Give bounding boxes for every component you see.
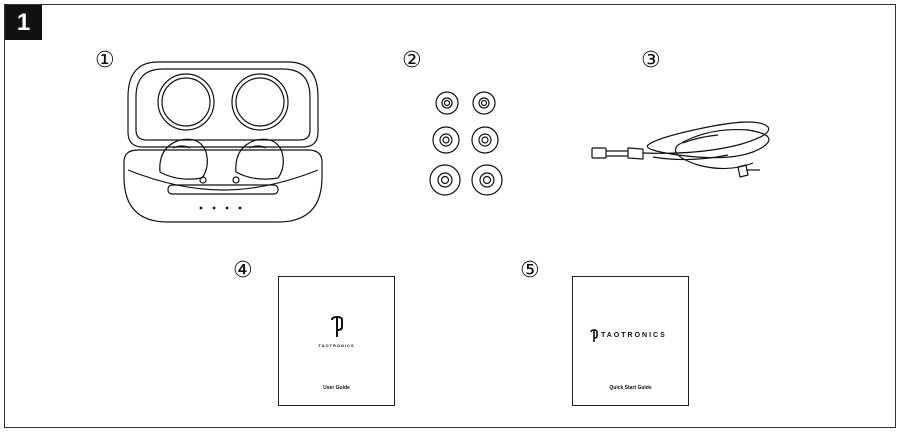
taotronics-logo-icon — [331, 315, 343, 337]
figure-frame — [4, 4, 896, 428]
quick-start-guide-brand: TAOTRONICS — [601, 332, 667, 339]
usb-cable-illustration — [591, 121, 770, 178]
item-1-number: ① — [95, 48, 115, 73]
charging-case-illustration — [123, 61, 323, 223]
quick-start-guide-booklet: TAOTRONICS Quick Start Guide — [572, 276, 689, 406]
item-2-number: ② — [402, 48, 422, 73]
step-badge: 1 — [5, 5, 42, 40]
item-3-number: ③ — [641, 48, 661, 73]
item-5-number: ⑤ — [520, 258, 540, 283]
item-4-number: ④ — [233, 258, 253, 283]
taotronics-logo-icon — [590, 329, 598, 342]
quick-start-guide-label: Quick Start Guide — [609, 385, 652, 391]
user-guide-brand: TAOTRONICS — [318, 343, 355, 348]
user-guide-booklet: TAOTRONICS User Guide — [278, 276, 395, 406]
ear-tips-illustration — [429, 91, 503, 196]
user-guide-label: User Guide — [323, 385, 350, 391]
